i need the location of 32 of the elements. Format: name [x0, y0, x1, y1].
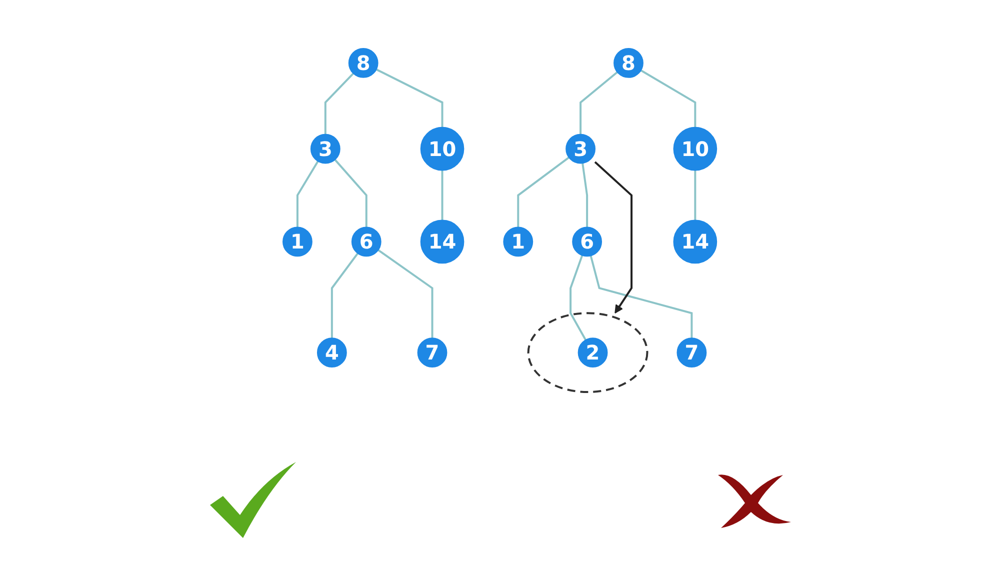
cluster [528, 312, 648, 394]
node-circle: 7 [418, 338, 448, 368]
node-circle: 6 [572, 226, 602, 257]
node-circle: 3 [566, 134, 596, 164]
connector [331, 252, 359, 338]
node-circle: 4 [317, 338, 348, 368]
node-circle: 8 [348, 48, 378, 78]
node-circle: 14 [673, 220, 718, 264]
connector [441, 170, 444, 220]
connector [694, 170, 696, 220]
connector [378, 249, 434, 338]
connector [640, 69, 696, 128]
node-circle: 3 [310, 134, 341, 164]
connector [376, 68, 444, 128]
arrow [594, 161, 633, 314]
connector [590, 255, 693, 338]
connector [324, 72, 354, 134]
node-circle: 6 [352, 226, 382, 257]
node-circle: 7 [676, 338, 707, 368]
node-circle: 14 [420, 220, 464, 264]
node-circle: 8 [614, 48, 644, 78]
connector [517, 156, 570, 228]
connector [296, 160, 319, 228]
connector [580, 71, 618, 134]
connector [570, 254, 587, 340]
connector [582, 163, 588, 228]
node-circle: 10 [673, 126, 718, 171]
node-circle: 1 [503, 226, 534, 257]
node-circle: 2 [578, 338, 608, 368]
node-circle: 1 [282, 226, 313, 257]
node-circle: 10 [420, 126, 464, 171]
connector [334, 159, 368, 228]
